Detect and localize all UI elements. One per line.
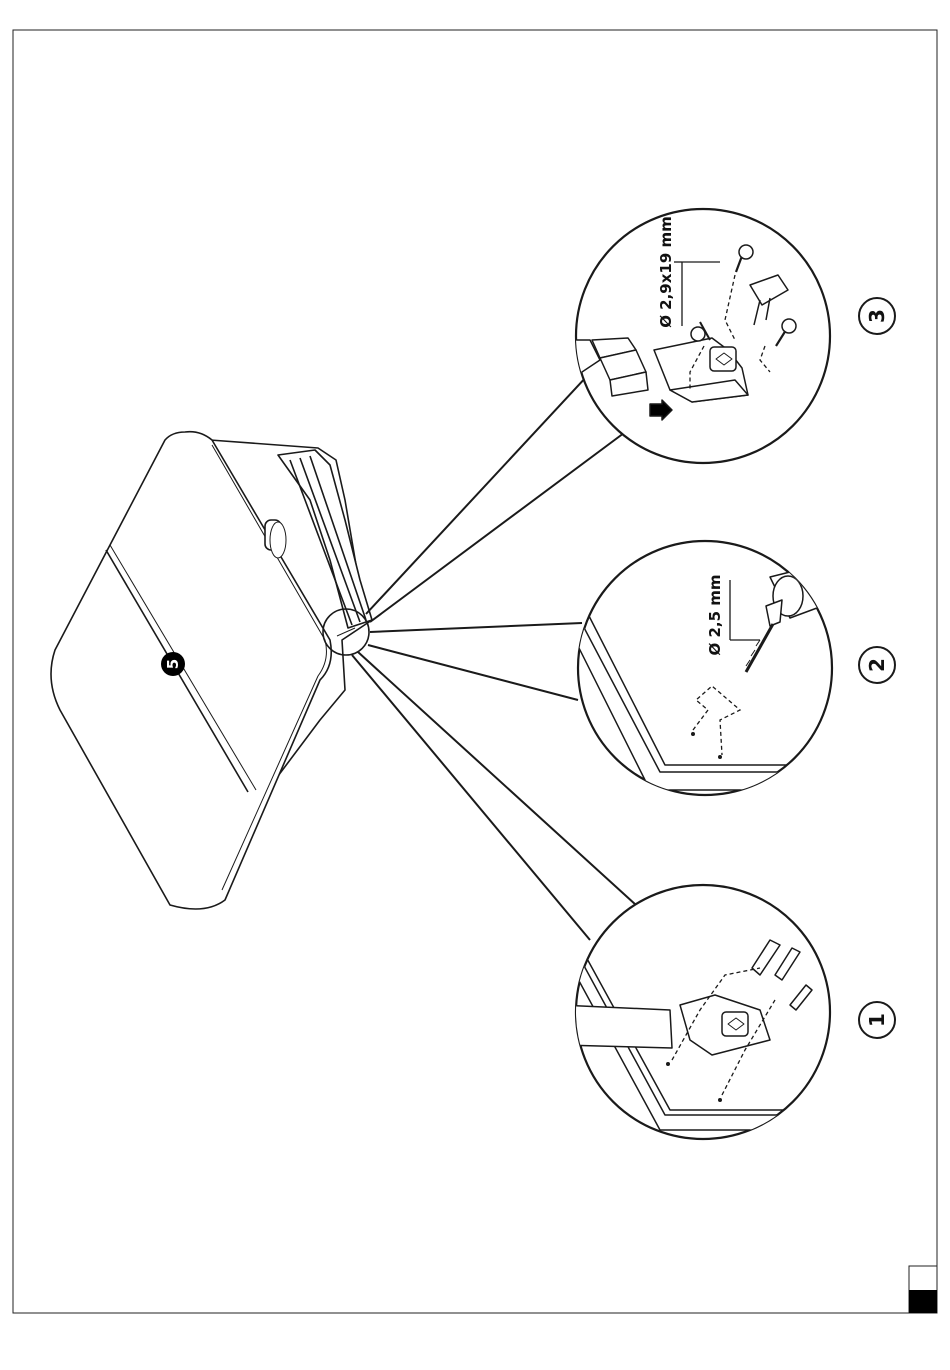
detail-circle-1 [560,885,840,1139]
svg-text:3: 3 [865,309,889,323]
step-number-1: 1 [859,1002,895,1038]
step-number-3: 3 [859,298,895,334]
svg-text:1: 1 [865,1013,889,1027]
dimension-label-3: Ø 2,9x19 mm [657,216,675,328]
step-number-2: 2 [859,647,895,683]
detail-circle-3: Ø 2,9x19 mm [570,209,830,463]
storage-box [51,432,372,909]
dimension-label-2: Ø 2,5 mm [706,574,724,655]
svg-text:2: 2 [865,658,889,672]
svg-text:5: 5 [164,659,182,669]
detail-circle-2: Ø 2,5 mm [575,541,835,795]
page-tab-fill [909,1290,937,1313]
page-tab [909,1266,937,1313]
main-step-badge: 5 [161,652,185,676]
